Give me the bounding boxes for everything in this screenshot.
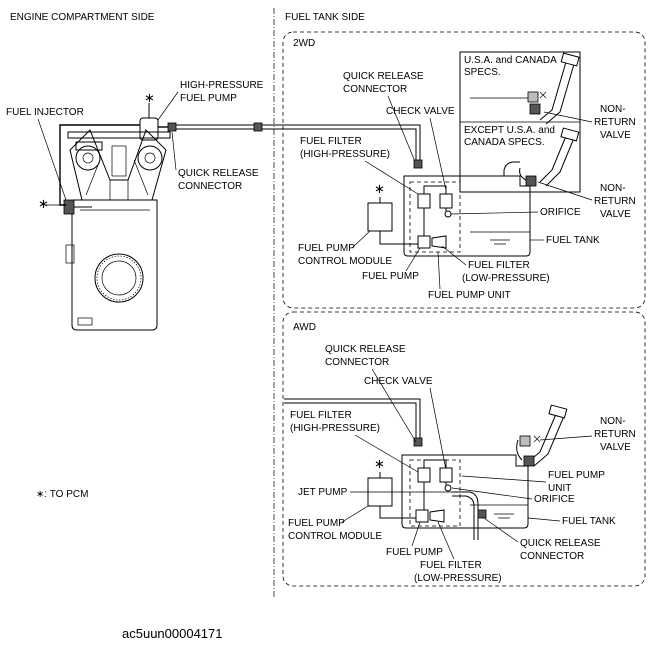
crank-pulley bbox=[94, 253, 144, 303]
nrv-awd-label-3: VALVE bbox=[600, 442, 631, 453]
panel-2wd-title: 2WD bbox=[293, 38, 315, 49]
star-injector: ∗ bbox=[38, 196, 49, 211]
nrv2-label-2: RETURN bbox=[594, 196, 636, 207]
fuel-filter-lp-2wd bbox=[431, 235, 447, 249]
qrc-awd-2 bbox=[477, 509, 487, 519]
hp-pump-label-1: HIGH-PRESSURE bbox=[180, 80, 264, 91]
figure-code: ac5uun00004171 bbox=[122, 626, 223, 641]
fpcm-awd-label-1: FUEL PUMP bbox=[288, 518, 345, 529]
qrc2-awd-label-2: CONNECTOR bbox=[520, 551, 584, 562]
except-specs-label-1: EXCEPT U.S.A. and bbox=[464, 125, 555, 136]
nrv1-label-1: NON- bbox=[600, 104, 626, 115]
fuel-pump-2wd-label: FUEL PUMP bbox=[362, 271, 419, 282]
nrv2-label-3: VALVE bbox=[600, 209, 631, 220]
fuel-injector-body bbox=[63, 199, 75, 215]
fpcm-2wd-label-1: FUEL PUMP bbox=[298, 243, 355, 254]
engine-qrc bbox=[167, 122, 177, 132]
fuel-pump-awd bbox=[415, 509, 429, 523]
usa-specs-label-2: SPECS. bbox=[464, 67, 501, 78]
ff-hp-2wd-label-2: (HIGH-PRESSURE) bbox=[300, 149, 390, 160]
qrc2-awd-label-1: QUICK RELEASE bbox=[520, 538, 601, 549]
ff-lp-awd-label-2: (LOW-PRESSURE) bbox=[414, 573, 502, 584]
fpcm-2wd bbox=[367, 202, 393, 232]
fuel-pump-unit-2wd-label: FUEL PUMP UNIT bbox=[428, 290, 511, 301]
check-valve-2wd bbox=[439, 193, 453, 209]
hp-pump-label-2: FUEL PUMP bbox=[180, 93, 237, 104]
hp-pump-body bbox=[139, 117, 159, 141]
nrv-awd-label-2: RETURN bbox=[594, 429, 636, 440]
nrv2-label-1: NON- bbox=[600, 183, 626, 194]
qrc-2wd-label-1: QUICK RELEASE bbox=[343, 71, 424, 82]
fuel-filter-lp-awd bbox=[429, 509, 445, 523]
fpu-awd-label-2: UNIT bbox=[548, 483, 571, 494]
star-awd: ∗ bbox=[374, 456, 385, 471]
filler-neck-awd bbox=[516, 404, 568, 467]
orifice-awd bbox=[444, 484, 452, 492]
nrv1-label-2: RETURN bbox=[594, 117, 636, 128]
except-specs-label-2: CANADA SPECS. bbox=[464, 137, 545, 148]
mid-qrc bbox=[253, 122, 263, 132]
fuel-injector-label: FUEL INJECTOR bbox=[6, 107, 84, 118]
fuel-tank-awd bbox=[401, 454, 529, 540]
fuel-tank-awd-label: FUEL TANK bbox=[562, 516, 616, 527]
qrc-awd-label-1: QUICK RELEASE bbox=[325, 344, 406, 355]
main-fuel-line bbox=[167, 122, 421, 160]
ff-hp-awd-label-1: FUEL FILTER bbox=[290, 410, 352, 421]
to-pcm-legend: ∗: TO PCM bbox=[36, 489, 88, 500]
fuel-filter-hp-awd bbox=[417, 467, 431, 483]
jet-pump-awd-label: JET PUMP bbox=[298, 487, 348, 498]
ff-lp-2wd-label-2: (LOW-PRESSURE) bbox=[462, 273, 550, 284]
qrc-awd-label-2: CONNECTOR bbox=[325, 357, 389, 368]
fuel-tank-2wd-label: FUEL TANK bbox=[546, 235, 600, 246]
ff-hp-awd-label-2: (HIGH-PRESSURE) bbox=[290, 423, 380, 434]
panel-2wd bbox=[282, 31, 646, 309]
qrc-2wd bbox=[413, 159, 423, 169]
ff-hp-2wd-label-1: FUEL FILTER bbox=[300, 136, 362, 147]
star-2wd: ∗ bbox=[374, 181, 385, 196]
qrc-awd bbox=[413, 437, 423, 447]
check-valve-2wd-label: CHECK VALVE bbox=[386, 106, 455, 117]
orifice-awd-label: ORIFICE bbox=[534, 494, 575, 505]
awd-fuel-line bbox=[284, 398, 423, 447]
filler-neck-usa bbox=[470, 52, 580, 125]
engine-qrc-label-2: CONNECTOR bbox=[178, 181, 242, 192]
fuel-filter-hp-2wd bbox=[417, 193, 431, 209]
check-valve-awd-label: CHECK VALVE bbox=[364, 376, 433, 387]
panel-awd bbox=[282, 311, 646, 587]
nrv-awd-label-1: NON- bbox=[600, 416, 626, 427]
qrc-2wd-label-2: CONNECTOR bbox=[343, 84, 407, 95]
filler-neck-except bbox=[519, 127, 580, 187]
star-hp-pump: ∗ bbox=[144, 90, 155, 105]
ff-lp-awd-label-1: FUEL FILTER bbox=[420, 560, 482, 571]
usa-specs-label-1: U.S.A. and CANADA bbox=[464, 55, 557, 66]
engine-qrc-label-1: QUICK RELEASE bbox=[178, 168, 259, 179]
fpu-awd-label-1: FUEL PUMP bbox=[548, 470, 605, 481]
fuel-tank-side-header: FUEL TANK SIDE bbox=[285, 12, 365, 23]
engine-side-header: ENGINE COMPARTMENT SIDE bbox=[10, 12, 155, 23]
orifice-2wd-label: ORIFICE bbox=[540, 207, 581, 218]
fuel-tank-2wd bbox=[403, 161, 531, 257]
fpcm-awd-label-2: CONTROL MODULE bbox=[288, 531, 382, 542]
panel-awd-title: AWD bbox=[293, 322, 316, 333]
engine-illustration bbox=[59, 103, 172, 331]
fuel-pump-2wd bbox=[417, 235, 431, 249]
ff-lp-2wd-label-1: FUEL FILTER bbox=[468, 260, 530, 271]
fpcm-2wd-label-2: CONTROL MODULE bbox=[298, 256, 392, 267]
orifice-2wd bbox=[444, 210, 452, 218]
nrv1-label-3: VALVE bbox=[600, 130, 631, 141]
check-valve-awd bbox=[439, 467, 453, 483]
fuel-pump-awd-label: FUEL PUMP bbox=[386, 547, 443, 558]
